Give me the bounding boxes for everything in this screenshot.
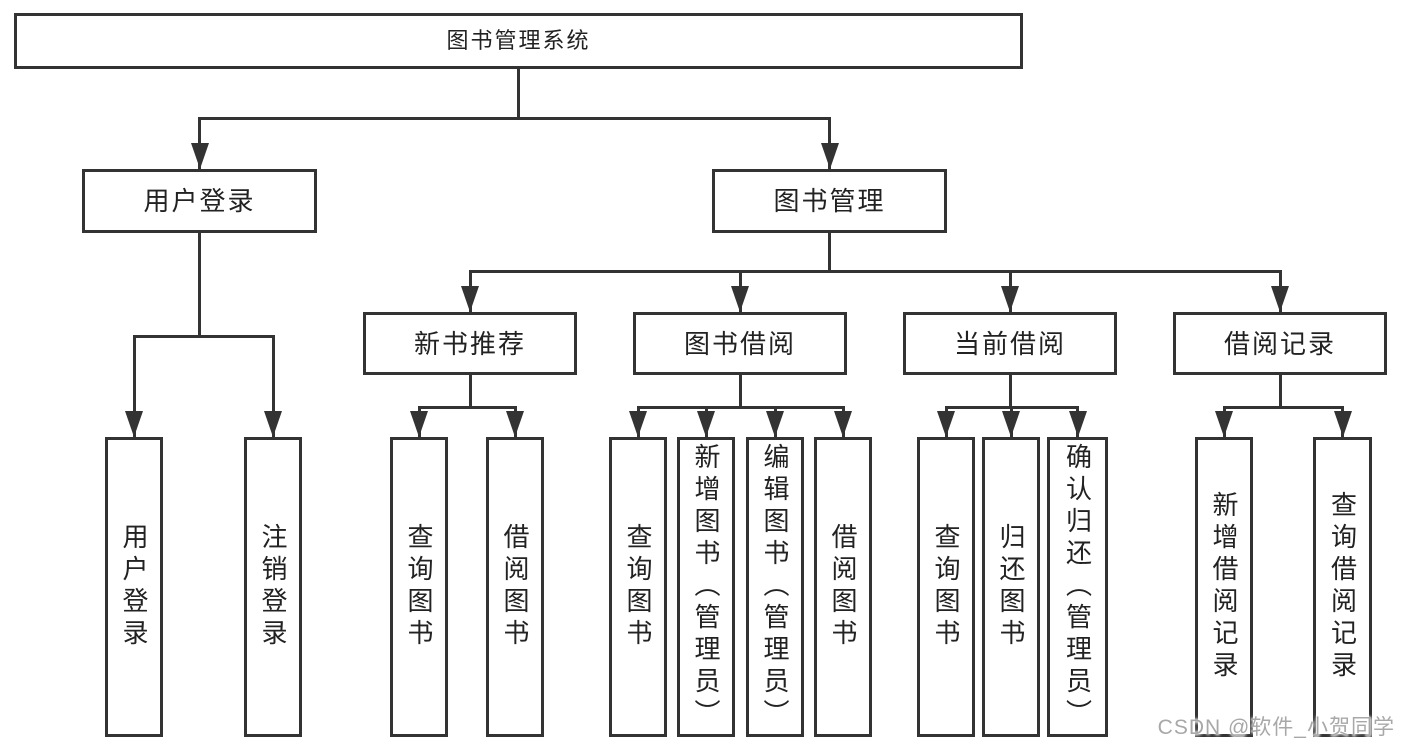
node-label-cb-return-book: 归还图书 [996, 523, 1026, 651]
node-leaf-user-login: 用户登录 [105, 437, 163, 737]
node-label-bb-query-book: 查询图书 [623, 523, 653, 651]
node-cb-query-book: 查询图书 [917, 437, 975, 737]
connector-rail-line [1222, 405, 1344, 409]
connector-stem-line [468, 375, 472, 409]
connector-rail-line [468, 269, 1282, 273]
node-label-nb-borrow-book: 借阅图书 [500, 523, 530, 651]
arrow-down-icon [697, 411, 715, 437]
node-label-borrow-record: 借阅记录 [1223, 328, 1336, 359]
node-cb-confirm-return: 确认归还（管理员） [1047, 437, 1108, 737]
arrow-down-icon [1271, 286, 1289, 312]
arrow-down-icon [264, 411, 282, 437]
arrow-down-icon [1001, 286, 1019, 312]
node-user-login: 用户登录 [82, 169, 317, 233]
node-label-user-login: 用户登录 [143, 186, 256, 216]
node-label-br-add-record: 新增借阅记录 [1209, 491, 1239, 683]
arrow-down-icon [731, 286, 749, 312]
node-bb-borrow-book: 借阅图书 [814, 437, 872, 737]
node-label-bb-borrow-book: 借阅图书 [828, 523, 858, 651]
node-bb-query-book: 查询图书 [609, 437, 667, 737]
node-book-management: 图书管理 [712, 169, 947, 233]
arrow-down-icon [766, 411, 784, 437]
node-label-leaf-user-login: 用户登录 [119, 523, 149, 651]
arrow-down-icon [506, 411, 524, 437]
node-label-new-book-recommend: 新书推荐 [413, 328, 526, 359]
connector-branch-line [132, 336, 136, 437]
arrow-down-icon [1333, 411, 1352, 437]
node-new-book-recommend: 新书推荐 [363, 312, 577, 375]
node-nb-query-book: 查询图书 [390, 437, 448, 737]
node-label-leaf-logout: 注销登录 [258, 523, 288, 651]
node-current-borrow: 当前借阅 [903, 312, 1117, 375]
node-leaf-logout: 注销登录 [244, 437, 302, 737]
connector-rail-line [198, 116, 831, 120]
node-br-add-record: 新增借阅记录 [1195, 437, 1253, 737]
connector-rail-line [636, 405, 845, 409]
arrow-down-icon [937, 411, 955, 437]
connector-stem-line [517, 69, 520, 120]
node-label-cb-query-book: 查询图书 [931, 523, 961, 651]
arrow-down-icon [629, 411, 647, 437]
arrow-down-icon [1215, 411, 1233, 437]
node-cb-return-book: 归还图书 [982, 437, 1040, 737]
node-label-root: 图书管理系统 [446, 28, 591, 53]
node-root: 图书管理系统 [14, 13, 1023, 69]
connector-stem-line [1278, 375, 1282, 409]
node-label-current-borrow: 当前借阅 [953, 328, 1066, 359]
node-label-book-borrow: 图书借阅 [683, 328, 796, 359]
arrow-down-icon [820, 143, 839, 169]
node-label-cb-confirm-return: 确认归还（管理员） [1062, 443, 1093, 731]
node-borrow-record: 借阅记录 [1173, 312, 1387, 375]
arrow-down-icon [1068, 411, 1087, 437]
node-label-bb-edit-book: 编辑图书（管理员） [760, 443, 790, 731]
node-label-br-query-record: 查询借阅记录 [1327, 491, 1358, 683]
arrow-down-icon [834, 411, 852, 437]
csdn-watermark: CSDN @软件_小贺同学 [1157, 716, 1395, 739]
node-label-nb-query-book: 查询图书 [404, 523, 434, 651]
node-book-borrow: 图书借阅 [633, 312, 847, 375]
node-nb-borrow-book: 借阅图书 [486, 437, 544, 737]
arrow-down-icon [410, 411, 428, 437]
arrow-down-icon [125, 411, 143, 437]
node-br-query-record: 查询借阅记录 [1313, 437, 1372, 737]
connector-stem-line [1008, 375, 1012, 409]
connector-stem-line [198, 233, 201, 338]
connector-stem-line [828, 233, 831, 273]
node-bb-edit-book: 编辑图书（管理员） [746, 437, 804, 737]
connector-rail-line [132, 334, 275, 338]
connector-stem-line [738, 375, 742, 409]
arrow-down-icon [1002, 411, 1020, 437]
connector-rail-line [417, 405, 517, 409]
node-label-book-management: 图书管理 [773, 186, 886, 216]
connector-branch-line [271, 336, 275, 437]
node-bb-add-book: 新增图书（管理员） [677, 437, 735, 737]
node-label-bb-add-book: 新增图书（管理员） [691, 443, 721, 731]
arrow-down-icon [190, 143, 209, 169]
arrow-down-icon [461, 286, 479, 312]
